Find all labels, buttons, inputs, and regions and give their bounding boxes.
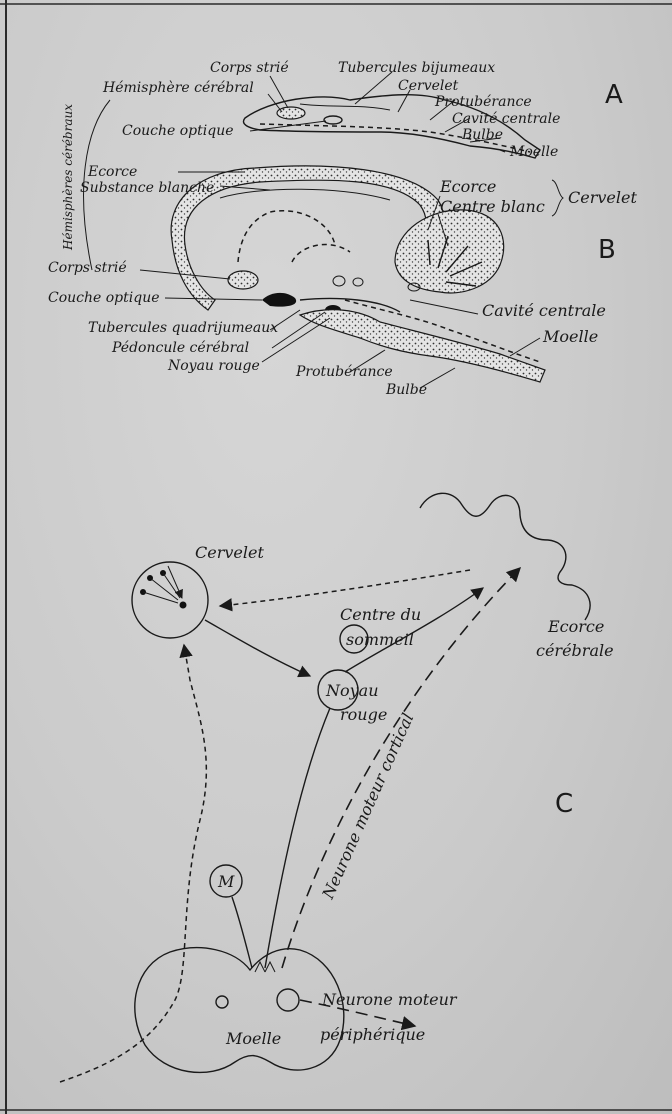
label-couche-optique-a: Couche optique (122, 123, 234, 139)
figure-letter-b: B (598, 235, 616, 265)
label-ecorce-c-1: Ecorce (547, 617, 604, 636)
label-substance-blanche: Substance blanche (80, 180, 214, 196)
moelle-to-cervelet-path (60, 645, 206, 1082)
nucleus-small-2 (353, 278, 363, 286)
label-cavite-centrale-a: Cavité centrale (452, 111, 560, 127)
moelle-shape (135, 948, 344, 1073)
label-pedoncule: Pédoncule cérébral (111, 340, 249, 356)
pons-top-b (300, 299, 400, 313)
label-couche-optique-b: Couche optique (48, 290, 160, 306)
neurone-cortical-path (282, 568, 520, 968)
figure-letter-a: A (605, 80, 623, 110)
ventricle-dash-1 (238, 211, 335, 262)
panel-a: Corps strié Hémisphère cérébral Couche o… (61, 60, 623, 270)
label-cervelet-a: Cervelet (398, 78, 459, 94)
panel-c: Cervelet Centre du sommeil Noyau rouge E… (60, 493, 614, 1082)
moelle-hole-right (277, 989, 299, 1011)
cervelet-brace (552, 180, 563, 216)
label-ecorce-b-right: Ecorce (439, 177, 496, 196)
label-tubercules-quadrijumeaux: Tubercules quadrijumeaux (88, 320, 278, 336)
label-hemisphere: Hémisphère cérébral (102, 80, 254, 96)
inner-line-a (300, 104, 390, 110)
white-matter-b (220, 189, 390, 200)
ventricle-dash-2 (292, 245, 350, 262)
cortex-to-cervelet-path (220, 570, 470, 606)
label-hemispheres-cerebraux: Hémisphères cérébraux (61, 104, 75, 251)
label-m: M (217, 872, 235, 891)
cervelet-to-noyau-path (205, 620, 310, 676)
label-centre-blanc: Centre blanc (440, 197, 545, 216)
label-neurone-periph-1: Neurone moteur (321, 990, 458, 1009)
label-cervelet-b: Cervelet (568, 188, 637, 207)
cerebellum-b (395, 210, 504, 293)
label-protuberance-b: Protubérance (295, 364, 393, 380)
label-noyau-rouge-c-1: Noyau (325, 681, 379, 700)
label-bulbe-a: Bulbe (461, 127, 503, 143)
label-ecorce-b-left: Ecorce (87, 164, 137, 180)
cortex-wave-c (420, 493, 590, 620)
label-moelle-a: Moelle (509, 144, 558, 160)
label-tubercules-bijumeaux: Tubercules bijumeaux (338, 60, 495, 76)
label-corps-strie-a: Corps strié (210, 60, 289, 76)
label-noyau-rouge-b: Noyau rouge (167, 358, 260, 374)
moelle-hole-left (216, 996, 228, 1008)
label-bulbe-b: Bulbe (385, 382, 427, 398)
panel-b: Ecorce Substance blanche Ecorce Centre b… (48, 164, 637, 398)
label-moelle-b: Moelle (542, 327, 598, 346)
label-cervelet-c: Cervelet (195, 543, 264, 562)
noyau-to-moelle-path (265, 708, 330, 968)
label-neurone-cortical: Neurone moteur cortical (318, 710, 418, 902)
neuron-dot-4 (180, 602, 187, 609)
label-noyau-rouge-c-2: rouge (340, 705, 387, 724)
figure-letter-c: C (555, 789, 573, 819)
couche-optique-b (262, 293, 296, 307)
label-ecorce-c-2: cérébrale (536, 641, 614, 660)
label-moelle-c: Moelle (225, 1029, 281, 1048)
label-corps-strie-b: Corps strié (48, 260, 127, 276)
corps-strie-a (277, 107, 305, 119)
couche-optique-a (324, 116, 342, 124)
label-cavite-centrale-b: Cavité centrale (482, 301, 606, 320)
label-centre-sommeil-1: Centre du (340, 605, 421, 624)
nucleus-small-1 (333, 276, 345, 286)
label-centre-sommeil-2: sommeil (346, 630, 414, 649)
label-protuberance-a: Protubérance (434, 94, 532, 110)
label-neurone-periph-2: périphérique (320, 1025, 425, 1044)
corps-strie-b (228, 271, 258, 289)
